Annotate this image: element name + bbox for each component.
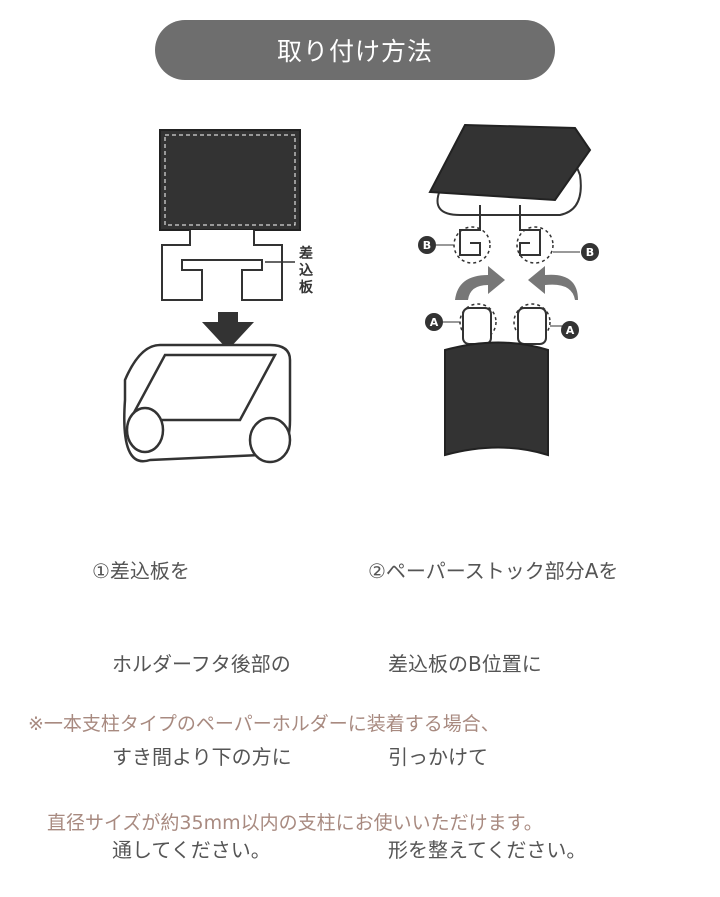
insert-plate (161, 230, 283, 301)
curved-arrow-icon (528, 266, 578, 300)
note-line: 直径サイズが約35mm以内の支柱にお使いいただけます。 (28, 812, 543, 834)
paper-holder (123, 343, 292, 464)
step-line: ②ペーパーストック部分Aを (368, 559, 619, 583)
step1-illustration (123, 129, 301, 464)
step-line: 差込板のB位置に (368, 652, 542, 676)
note-line: ※一本支柱タイプのペーパーホルダーに装着する場合、 (28, 713, 500, 735)
down-arrow-icon (202, 312, 254, 350)
insert-plate-label: 差込板 (299, 246, 313, 296)
point-labels: B B A A (418, 236, 599, 339)
point-a-label: A (430, 316, 439, 329)
step-line: ①差込板を (92, 559, 190, 583)
compatibility-note: ※一本支柱タイプのペーパーホルダーに装着する場合、 直径サイズが約35mm以内の… (28, 642, 543, 873)
paper-stock (444, 341, 549, 457)
page-title: 取り付け方法 (155, 20, 555, 80)
insert-plate (459, 205, 541, 256)
curved-arrow-icon (455, 266, 505, 300)
cover-panel (428, 123, 592, 202)
step2-illustration: B B A A (418, 123, 599, 457)
point-b-label: B (586, 246, 594, 259)
step-line: ホルダーフタ後部の (92, 652, 291, 676)
point-a-label: A (566, 324, 575, 337)
point-b-label: B (423, 239, 431, 252)
